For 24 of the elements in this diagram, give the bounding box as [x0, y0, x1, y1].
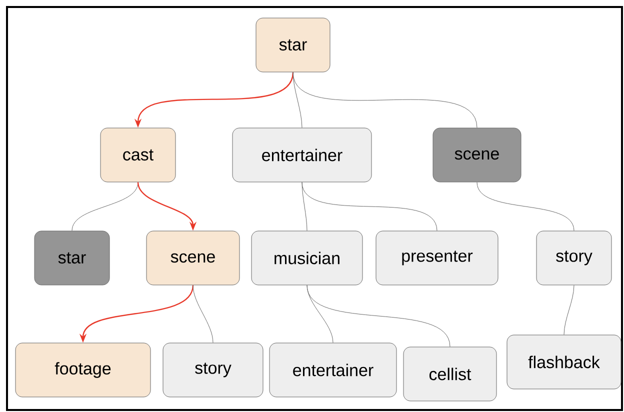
- highlighted-node-box: cast: [100, 128, 176, 182]
- connector-line: [306, 285, 334, 343]
- node-box: entertainer: [232, 128, 372, 182]
- node-box: story: [536, 230, 612, 286]
- connector-line: [564, 285, 574, 335]
- node-box: musician: [251, 230, 363, 286]
- node-box: entertainer: [269, 342, 397, 398]
- node-box: flashback: [506, 334, 622, 390]
- connector-line: [302, 182, 438, 231]
- connector-line: [72, 182, 138, 231]
- shaded-node-box: scene: [432, 128, 522, 182]
- connector-line: [306, 285, 450, 347]
- shaded-node-box: star: [34, 230, 110, 286]
- connector-line: [192, 285, 214, 343]
- node-box: cellist: [403, 346, 497, 402]
- node-box: presenter: [376, 230, 498, 286]
- connector-line: [292, 72, 302, 128]
- node-box: story: [162, 342, 264, 398]
- connector-line: [292, 72, 478, 128]
- highlighted-node-box: star: [256, 18, 330, 72]
- highlighted-node-box: footage: [15, 342, 151, 398]
- connector-line: [476, 182, 574, 231]
- highlighted-node-box: scene: [146, 230, 240, 286]
- connector-line: [302, 182, 308, 231]
